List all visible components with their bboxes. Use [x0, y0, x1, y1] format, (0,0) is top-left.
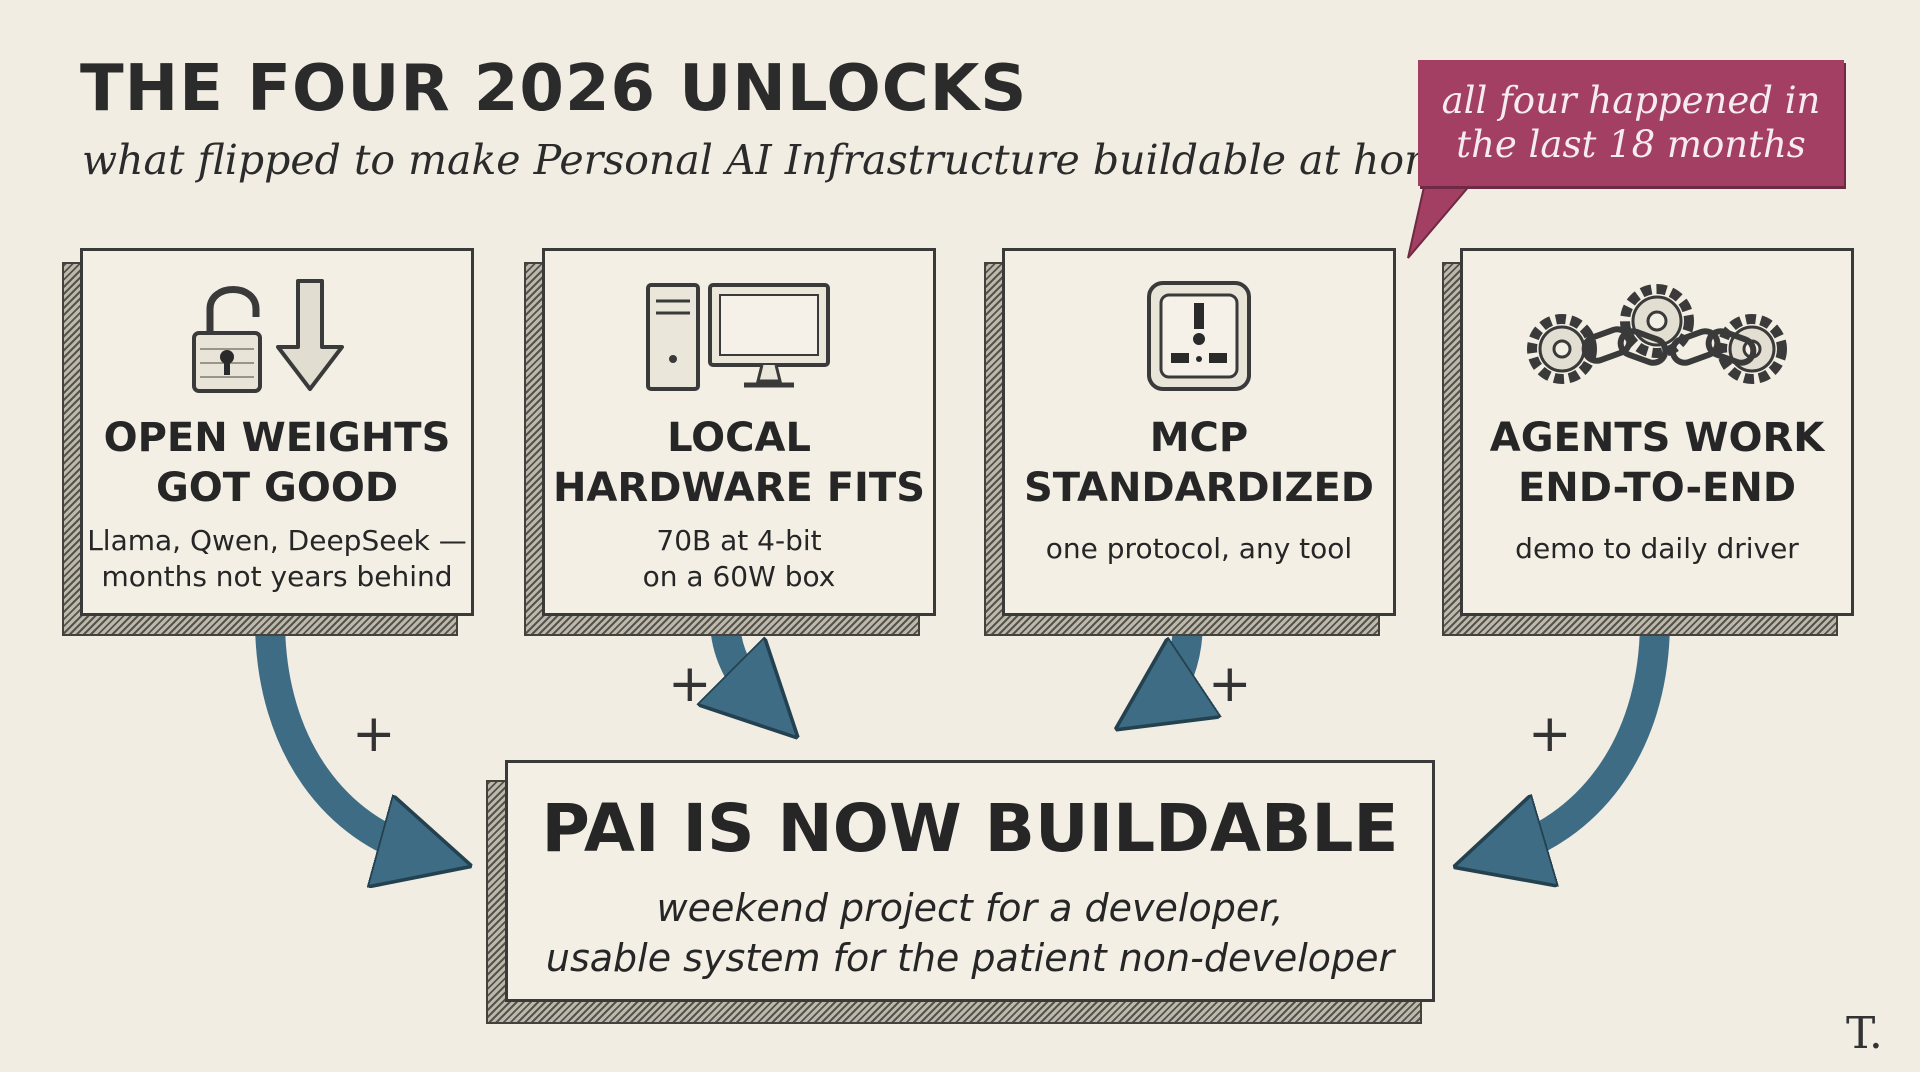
unlock-heading-line-2: END-TO-END: [1517, 465, 1797, 511]
signature-mark: T.: [1846, 1008, 1883, 1059]
page-title: THE FOUR 2026 UNLOCKS: [80, 52, 1028, 126]
page-subtitle: what flipped to make Personal AI Infrast…: [82, 136, 1468, 184]
unlock-description-line-1: demo to daily driver: [1515, 532, 1799, 565]
unlock-heading-line-2: GOT GOOD: [155, 465, 399, 511]
unlock-description: demo to daily driver: [1463, 531, 1851, 567]
callout-tail: [1407, 178, 1478, 259]
plus-sign-4: +: [1528, 704, 1572, 764]
unlock-description-line-1: Llama, Qwen, DeepSeek —: [87, 524, 467, 557]
unlock-card-local-hardware: LOCAL HARDWARE FITS 70B at 4-bit on a 60…: [542, 248, 936, 616]
callout-line-1: all four happened in: [1441, 79, 1821, 122]
unlock-description-line-1: 70B at 4-bit: [656, 524, 822, 557]
plus-sign-3: +: [1208, 654, 1252, 714]
unlock-card-open-weights: OPEN WEIGHTS GOT GOOD Llama, Qwen, DeepS…: [80, 248, 474, 616]
unlock-heading-line-1: AGENTS WORK: [1489, 415, 1825, 461]
arrow-open-weights: [255, 619, 420, 852]
desktop-computer-icon: [545, 277, 933, 395]
unlock-heading-line-2: STANDARDIZED: [1024, 465, 1374, 511]
unlock-description-line-2: months not years behind: [101, 560, 453, 593]
unlock-description-line-2: on a 60W box: [642, 560, 836, 593]
unlock-heading: OPEN WEIGHTS GOT GOOD: [83, 413, 471, 513]
unlock-heading: LOCAL HARDWARE FITS: [545, 413, 933, 513]
universal-socket-icon: [1005, 277, 1393, 395]
plus-sign-1: +: [352, 704, 396, 764]
unlock-heading: AGENTS WORK END-TO-END: [1463, 413, 1851, 513]
unlock-heading-line-2: HARDWARE FITS: [552, 465, 926, 511]
callout-line-2: the last 18 months: [1456, 123, 1806, 166]
result-description: weekend project for a developer, usable …: [508, 883, 1432, 983]
callout-bubble: all four happened in the last 18 months: [1418, 60, 1844, 186]
unlock-card-agents: AGENTS WORK END-TO-END demo to daily dri…: [1460, 248, 1854, 616]
result-description-line-2: usable system for the patient non-develo…: [545, 936, 1395, 980]
unlock-description-line-1: one protocol, any tool: [1045, 532, 1353, 565]
plus-sign-2: +: [668, 654, 712, 714]
result-description-line-1: weekend project for a developer,: [656, 886, 1284, 930]
unlock-description: 70B at 4-bit on a 60W box: [545, 523, 933, 595]
gears-chain-icon: [1463, 277, 1851, 395]
unlock-heading-line-1: OPEN WEIGHTS: [103, 415, 451, 461]
unlock-padlock-icon: [83, 277, 471, 395]
unlock-description: Llama, Qwen, DeepSeek — months not years…: [83, 523, 471, 595]
unlock-heading-line-1: LOCAL: [667, 415, 811, 461]
result-box: PAI IS NOW BUILDABLE weekend project for…: [505, 760, 1435, 1002]
unlock-heading-line-1: MCP: [1149, 415, 1249, 461]
result-title: PAI IS NOW BUILDABLE: [541, 790, 1399, 867]
unlock-card-mcp: MCP STANDARDIZED one protocol, any tool: [1002, 248, 1396, 616]
unlock-heading: MCP STANDARDIZED: [1005, 413, 1393, 513]
arrow-agents: [1505, 619, 1670, 852]
unlock-description: one protocol, any tool: [1005, 531, 1393, 567]
